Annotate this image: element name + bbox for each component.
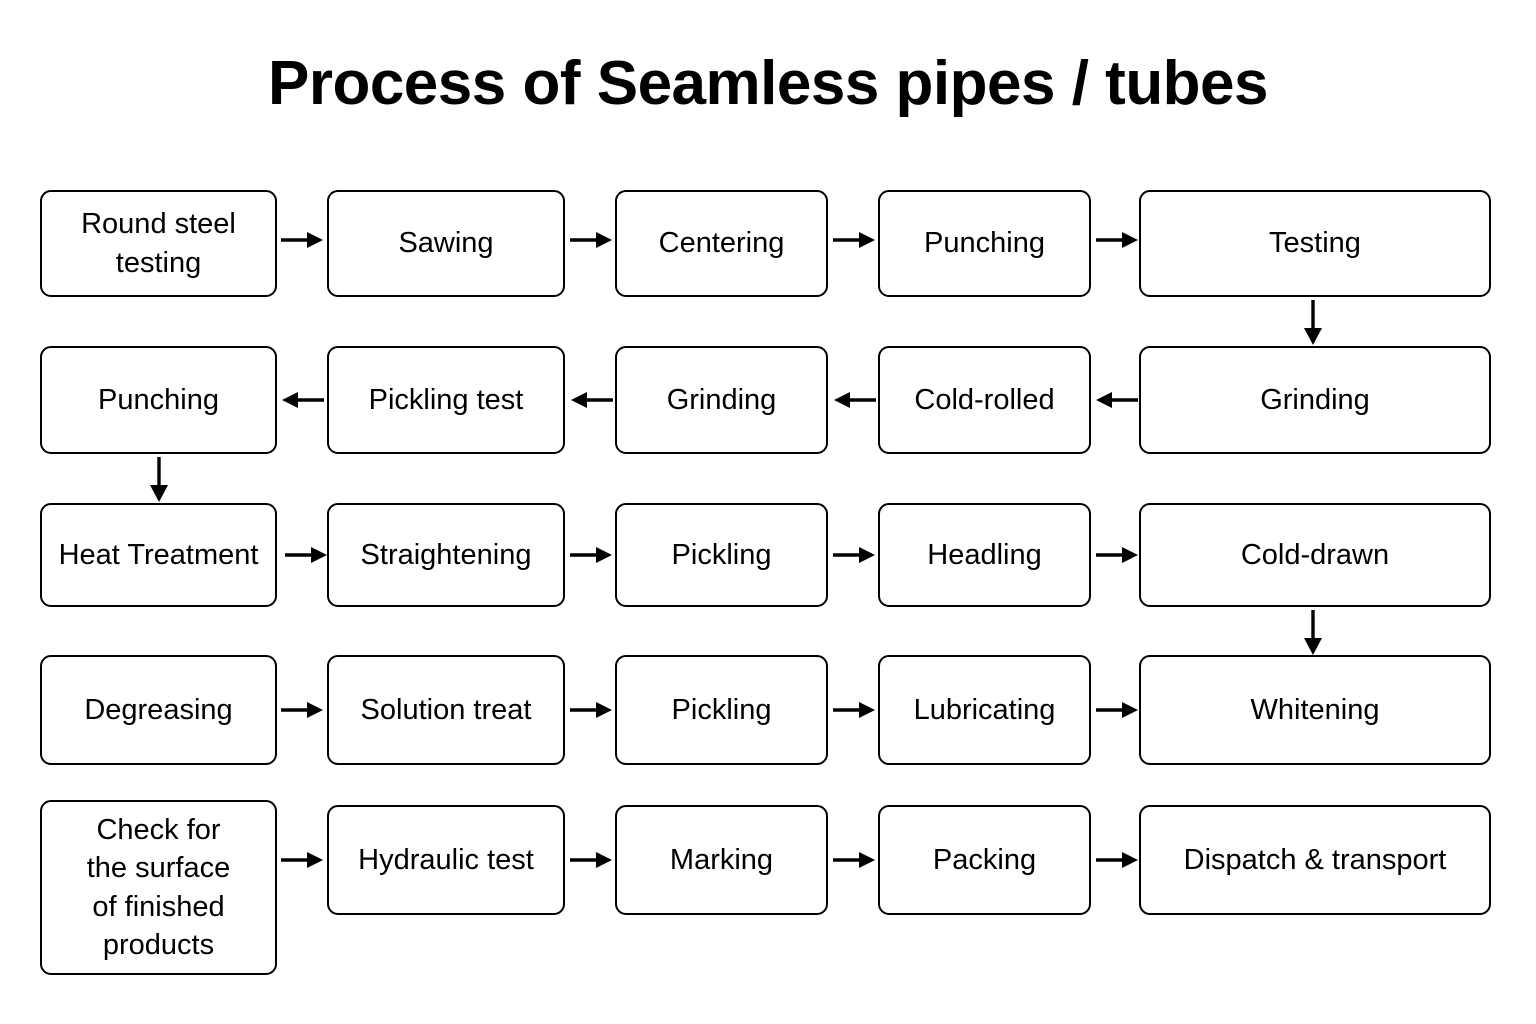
node-whitening[interactable]: Whitening	[1139, 655, 1491, 765]
node-solution-treat[interactable]: Solution treat	[327, 655, 565, 765]
node-sawing[interactable]: Sawing	[327, 190, 565, 297]
arrow-right-n21-n22	[281, 848, 325, 872]
node-punching-row2[interactable]: Punching	[40, 346, 277, 454]
node-hydraulic-test[interactable]: Hydraulic test	[327, 805, 565, 915]
node-grinding-row2-col3[interactable]: Grinding	[615, 346, 828, 454]
node-check-finished-products[interactable]: Check for the surface of finished produc…	[40, 800, 277, 975]
node-pickling-test[interactable]: Pickling test	[327, 346, 565, 454]
page-title: Process of Seamless pipes / tubes	[267, 49, 1269, 118]
node-marking[interactable]: Marking	[615, 805, 828, 915]
arrow-right-n16-n17	[281, 698, 325, 722]
arrow-right-n24-n25	[1096, 848, 1140, 872]
node-packing[interactable]: Packing	[878, 805, 1091, 915]
node-lubricating[interactable]: Lubricating	[878, 655, 1091, 765]
arrow-left-n9-n10	[280, 388, 324, 412]
arrow-right-n19-n20	[1096, 698, 1140, 722]
arrow-left-n7-n8	[832, 388, 876, 412]
arrow-right-n13-n14	[833, 543, 877, 567]
arrow-right-n11-n12	[285, 543, 329, 567]
node-punching-row1[interactable]: Punching	[878, 190, 1091, 297]
arrow-right-n22-n23	[570, 848, 614, 872]
arrow-left-n6-n7	[1094, 388, 1138, 412]
node-cold-rolled[interactable]: Cold-rolled	[878, 346, 1091, 454]
arrow-right-n14-n15	[1096, 543, 1140, 567]
arrow-left-n8-n9	[569, 388, 613, 412]
node-grinding-row2-col5[interactable]: Grinding	[1139, 346, 1491, 454]
arrow-right-n1-n2	[281, 228, 325, 252]
arrow-right-n18-n19	[833, 698, 877, 722]
arrow-down-n10-n11	[146, 457, 172, 503]
node-pickling-row3[interactable]: Pickling	[615, 503, 828, 607]
node-centering[interactable]: Centering	[615, 190, 828, 297]
node-round-steel-testing[interactable]: Round steel testing	[40, 190, 277, 297]
arrow-right-n4-n5	[1096, 228, 1140, 252]
arrow-right-n2-n3	[570, 228, 614, 252]
node-straightening[interactable]: Straightening	[327, 503, 565, 607]
arrow-right-n17-n18	[570, 698, 614, 722]
node-heat-treatment[interactable]: Heat Treatment	[40, 503, 277, 607]
node-cold-drawn[interactable]: Cold-drawn	[1139, 503, 1491, 607]
arrow-down-n5-n6	[1300, 300, 1326, 346]
arrow-down-n15-n20	[1300, 610, 1326, 656]
node-dispatch-transport[interactable]: Dispatch & transport	[1139, 805, 1491, 915]
arrow-right-n12-n13	[570, 543, 614, 567]
arrow-right-n23-n24	[833, 848, 877, 872]
node-degreasing[interactable]: Degreasing	[40, 655, 277, 765]
node-testing[interactable]: Testing	[1139, 190, 1491, 297]
node-headling[interactable]: Headling	[878, 503, 1091, 607]
arrow-right-n3-n4	[833, 228, 877, 252]
node-pickling-row4[interactable]: Pickling	[615, 655, 828, 765]
